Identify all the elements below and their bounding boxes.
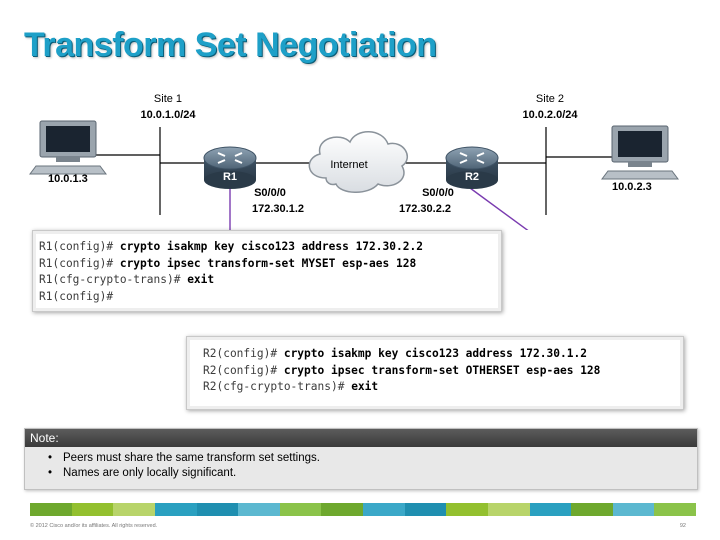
cli-prompt: R2(config)#: [203, 347, 284, 360]
footer-color-segment: [571, 503, 613, 516]
r1-router-icon: [203, 146, 257, 189]
r2-router-icon: [445, 146, 499, 189]
footer-color-segment: [196, 503, 239, 516]
cli-prompt: R1(config)#: [39, 289, 114, 303]
cli-line: R1(cfg-crypto-trans)# exit: [39, 272, 501, 289]
cli-command: crypto ipsec transform-set MYSET esp-aes…: [119, 256, 417, 270]
cli-prompt: R2(cfg-crypto-trans)#: [203, 380, 352, 393]
page-title: Transform Set Negotiation: [24, 26, 437, 64]
cli-prompt: R1(cfg-crypto-trans)#: [39, 273, 188, 286]
site1-subnet-label: 10.0.1.0/24: [140, 109, 196, 121]
cli-prompt: R2(config)#: [203, 363, 284, 377]
note-header: Note:: [25, 429, 697, 447]
site2-name-label: Site 2: [536, 93, 564, 105]
note-box: Note: Peers must share the same transfor…: [24, 428, 698, 490]
footer-color-segment: [71, 503, 114, 516]
site1-host-ip-label: 10.0.1.3: [48, 173, 88, 185]
site2-host-ip-label: 10.0.2.3: [612, 181, 652, 193]
site2-subnet-label: 10.0.2.0/24: [522, 109, 578, 121]
footer-color-segment: [487, 503, 530, 516]
network-topology-diagram: Site 1 10.0.1.0/24 Site 2 10.0.2.0/24 10…: [29, 93, 679, 230]
note-item: Names are only locally significant.: [48, 467, 697, 479]
footer-color-segment: [113, 503, 155, 516]
cli-line: R2(config)# crypto ipsec transform-set O…: [203, 363, 683, 380]
r1-name-label: R1: [223, 171, 237, 183]
r2-cli-output: R2(config)# crypto isakmp key cisco123 a…: [186, 336, 684, 410]
footer-color-segment: [446, 503, 488, 516]
cli-prompt: R1(config)#: [39, 240, 120, 253]
r2-name-label: R2: [465, 171, 479, 183]
cli-command: crypto isakmp key cisco123 address 172.3…: [283, 347, 587, 360]
r2-ip-label: 172.30.2.2: [399, 203, 451, 215]
cli-line: R1(config)# crypto isakmp key cisco123 a…: [39, 239, 501, 256]
footer-color-segment: [612, 503, 655, 516]
r2-callout-line: [469, 187, 529, 230]
footer-color-segment: [363, 503, 405, 516]
internet-label: Internet: [330, 159, 367, 171]
site2-host-icon: [601, 125, 679, 180]
cli-command: crypto ipsec transform-set OTHERSET esp-…: [283, 363, 601, 377]
cli-prompt: R1(config)#: [39, 256, 120, 270]
footer-color-segment: [279, 503, 322, 516]
r1-ip-label: 172.30.1.2: [252, 203, 304, 215]
cli-line: R1(config)# crypto ipsec transform-set M…: [39, 256, 501, 273]
footer-color-segment: [529, 503, 572, 516]
note-item: Peers must share the same transform set …: [48, 452, 697, 464]
r1-cli-output: R1(config)# crypto isakmp key cisco123 a…: [32, 230, 502, 312]
r2-interface-label: S0/0/0: [422, 187, 454, 199]
footer-color-segment: [238, 503, 280, 516]
site1-host-icon: [29, 120, 107, 175]
footer-color-bar: [30, 503, 696, 516]
note-list: Peers must share the same transform set …: [25, 452, 697, 479]
cli-command: exit: [351, 380, 379, 393]
cli-command: exit: [187, 273, 215, 286]
footer-color-segment: [154, 503, 197, 516]
footer-color-segment: [654, 503, 696, 516]
internet-cloud-icon: [308, 131, 408, 193]
site1-name-label: Site 1: [154, 93, 182, 105]
footer-color-segment: [30, 503, 72, 516]
cli-line: R2(config)# crypto isakmp key cisco123 a…: [203, 346, 683, 363]
r1-interface-label: S0/0/0: [254, 187, 286, 199]
cli-line: R1(config)#: [39, 289, 501, 306]
cli-command: crypto isakmp key cisco123 address 172.3…: [119, 240, 423, 253]
page-number: 92: [679, 523, 686, 529]
copyright-text: © 2012 Cisco and/or its affiliates. All …: [30, 523, 158, 529]
cli-line: R2(cfg-crypto-trans)# exit: [203, 379, 683, 396]
footer-color-segment: [321, 503, 363, 516]
footer-color-segment: [404, 503, 447, 516]
